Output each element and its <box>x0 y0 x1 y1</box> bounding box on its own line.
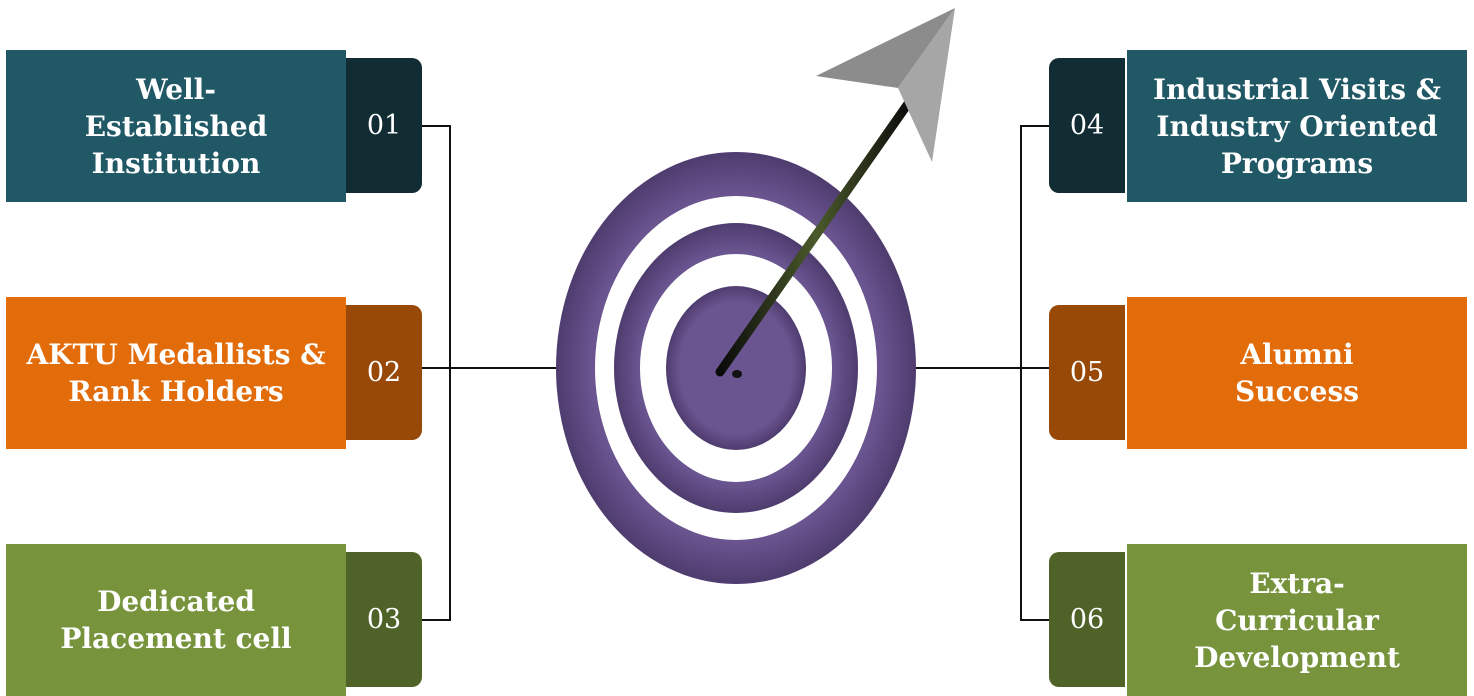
feature-box: Well-Established Institution <box>6 50 346 202</box>
feature-label: Industrial Visits & Industry Oriented Pr… <box>1153 72 1441 180</box>
feature-number: 02 <box>346 305 422 440</box>
feature-number: 05 <box>1049 305 1125 440</box>
feature-number: 06 <box>1049 552 1125 687</box>
left-connector <box>422 125 556 621</box>
feature-label: Dedicated Placement cell <box>60 585 292 655</box>
right-connector <box>916 125 1049 621</box>
feature-number: 03 <box>346 552 422 687</box>
feature-box: Dedicated Placement cell <box>6 544 346 696</box>
arrow-icon <box>715 8 955 378</box>
feature-box: Alumni Success <box>1127 297 1467 449</box>
feature-box: Industrial Visits & Industry Oriented Pr… <box>1127 50 1467 202</box>
feature-label: Alumni Success <box>1234 338 1360 408</box>
target-rings <box>556 152 916 584</box>
feature-number: 04 <box>1049 58 1125 193</box>
feature-label: Extra-Curricular Development <box>1194 566 1400 674</box>
target-bullseye <box>666 286 806 450</box>
feature-label: Well-Established Institution <box>84 72 268 180</box>
feature-number: 01 <box>346 58 422 193</box>
feature-label: AKTU Medallists & Rank Holders <box>26 338 326 408</box>
feature-box: AKTU Medallists & Rank Holders <box>6 297 346 449</box>
feature-box: Extra-Curricular Development <box>1127 544 1467 696</box>
